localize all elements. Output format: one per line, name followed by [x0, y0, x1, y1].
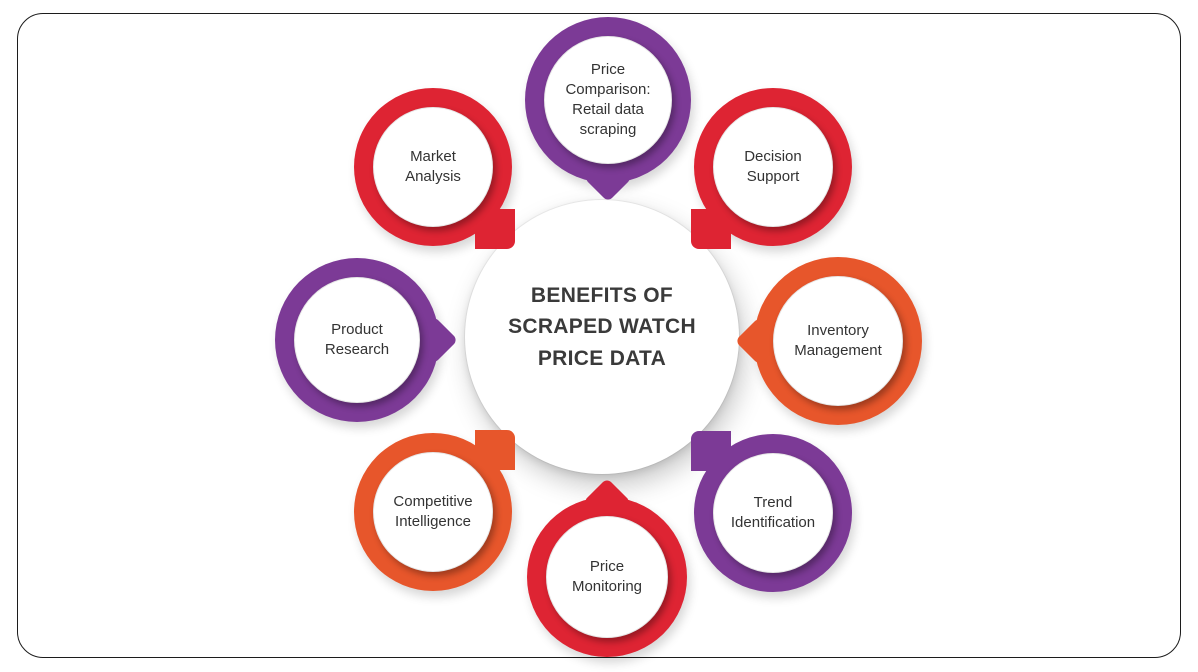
benefit-label: Trend Identification	[730, 494, 816, 531]
benefit-label: Decision Support	[744, 148, 802, 185]
benefit-inner-disc: Decision Support	[713, 107, 833, 227]
benefit-circle-competitive-intelligence: Competitive Intelligence	[354, 430, 515, 591]
pointer-tail	[475, 209, 515, 249]
benefit-inner-disc: Price Monitoring	[546, 516, 668, 638]
benefit-circle-inventory-management: Inventory Management	[734, 257, 922, 425]
diagram-title-line-1: BENEFITS OF	[530, 283, 674, 307]
canvas-border	[17, 13, 1181, 658]
benefit-circle-decision-support: Decision Support	[691, 88, 852, 249]
diagram-title-line-3: PRICE DATA	[537, 346, 667, 370]
benefit-circle-market-analysis: Market Analysis	[354, 88, 515, 249]
benefit-inner-disc: Product Research	[294, 277, 420, 403]
benefit-circle-price-monitoring: Price Monitoring	[527, 477, 687, 657]
benefit-label: Inventory Management	[794, 322, 882, 359]
pointer-tail	[475, 430, 515, 470]
benefit-inner-disc: Price Comparison: Retail data scraping	[544, 36, 672, 164]
benefit-label: Price Monitoring	[571, 558, 643, 595]
diagram-title-line-2: SCRAPED WATCH	[508, 315, 696, 339]
benefit-label: Product Research	[324, 321, 390, 358]
diagram-title: BENEFITS OF SCRAPED WATCH PRICE DATA	[508, 280, 696, 375]
benefit-label: Market Analysis	[405, 148, 461, 185]
benefit-inner-disc: Inventory Management	[773, 276, 903, 406]
benefit-circle-price-comparison: Price Comparison: Retail data scraping	[525, 17, 691, 203]
benefit-circle-trend-identification: Trend Identification	[691, 431, 852, 592]
benefit-inner-disc: Trend Identification	[713, 453, 833, 573]
benefit-label: Price Comparison: Retail data scraping	[565, 61, 651, 138]
benefit-label: Competitive Intelligence	[393, 493, 473, 530]
benefit-inner-disc: Competitive Intelligence	[373, 452, 493, 572]
pointer-tail	[691, 431, 731, 471]
benefit-circle-product-research: Product Research	[275, 258, 459, 422]
pointer-tail	[691, 209, 731, 249]
benefit-inner-disc: Market Analysis	[373, 107, 493, 227]
